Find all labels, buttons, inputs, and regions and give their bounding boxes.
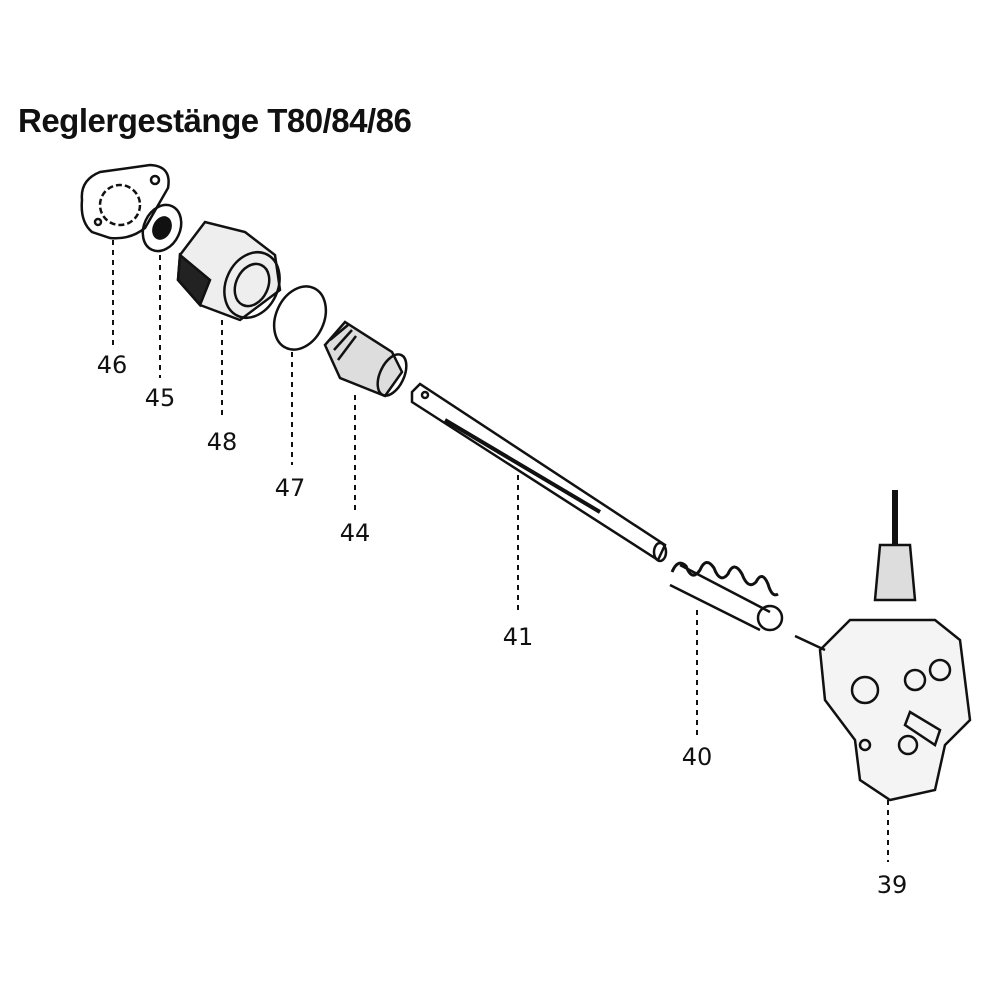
part-47-o-ring <box>272 285 328 351</box>
part-label-47: 47 <box>274 474 306 502</box>
part-48-nut <box>176 220 282 322</box>
part-label-40: 40 <box>681 743 713 771</box>
part-label-45: 45 <box>144 384 176 412</box>
part-44-plug <box>323 320 408 398</box>
part-40-spring <box>669 561 784 632</box>
part-45-washer <box>141 203 183 253</box>
part-label-41: 41 <box>502 623 534 651</box>
part-label-44: 44 <box>339 519 371 547</box>
diagram-title: Reglergestänge T80/84/86 <box>18 102 412 139</box>
part-41-rod <box>410 382 668 563</box>
part-label-46: 46 <box>96 351 128 379</box>
part-39-governor-housing <box>794 490 972 802</box>
part-label-48: 48 <box>206 428 238 456</box>
leader-lines <box>112 240 889 862</box>
part-label-39: 39 <box>876 871 908 899</box>
